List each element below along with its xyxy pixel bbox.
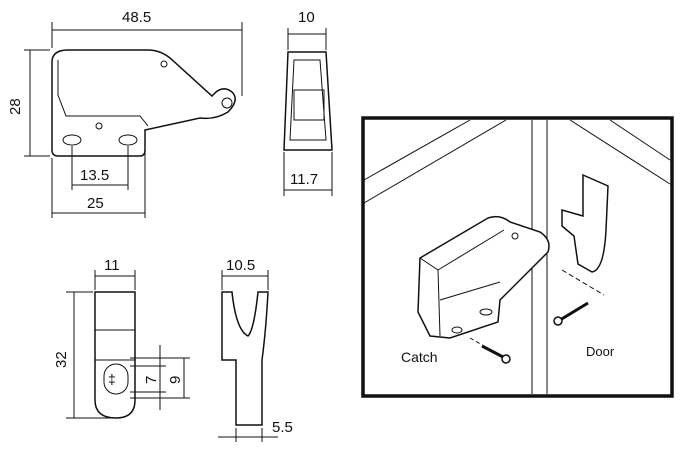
catch-illustration [417,215,550,364]
catch-label: Catch [401,349,438,365]
strike-screw-slot: ‡ [108,371,116,387]
strike-front-view: ‡ 11 32 7 9 [53,257,190,419]
strike-illustration [553,173,609,326]
dim-strike-thickness-5-5: 5.5 [272,419,293,436]
dim-strike-width-11: 11 [104,257,120,274]
dim-slot-7: 7 [143,376,160,384]
dim-base-25: 25 [87,195,104,212]
dim-strike-height-32: 32 [53,351,70,368]
dim-end-bottom-11-7: 11.7 [290,171,318,188]
catch-end-view: 10 11.7 [283,9,333,196]
dim-strike-side-10-5: 10.5 [226,257,255,274]
catch-side-view: 48.5 28 13.5 25 [7,9,243,218]
dim-end-top-10: 10 [298,9,315,26]
strike-side-view: 10.5 5.5 [218,257,293,442]
dim-hole-spacing-13-5: 13.5 [80,167,109,184]
dim-height-28: 28 [7,98,24,115]
dim-slot-9: 9 [167,376,184,384]
door-label: Door [586,344,615,359]
installation-illustration: Catch Door [361,116,674,398]
dim-width-48-5: 48.5 [122,9,151,26]
